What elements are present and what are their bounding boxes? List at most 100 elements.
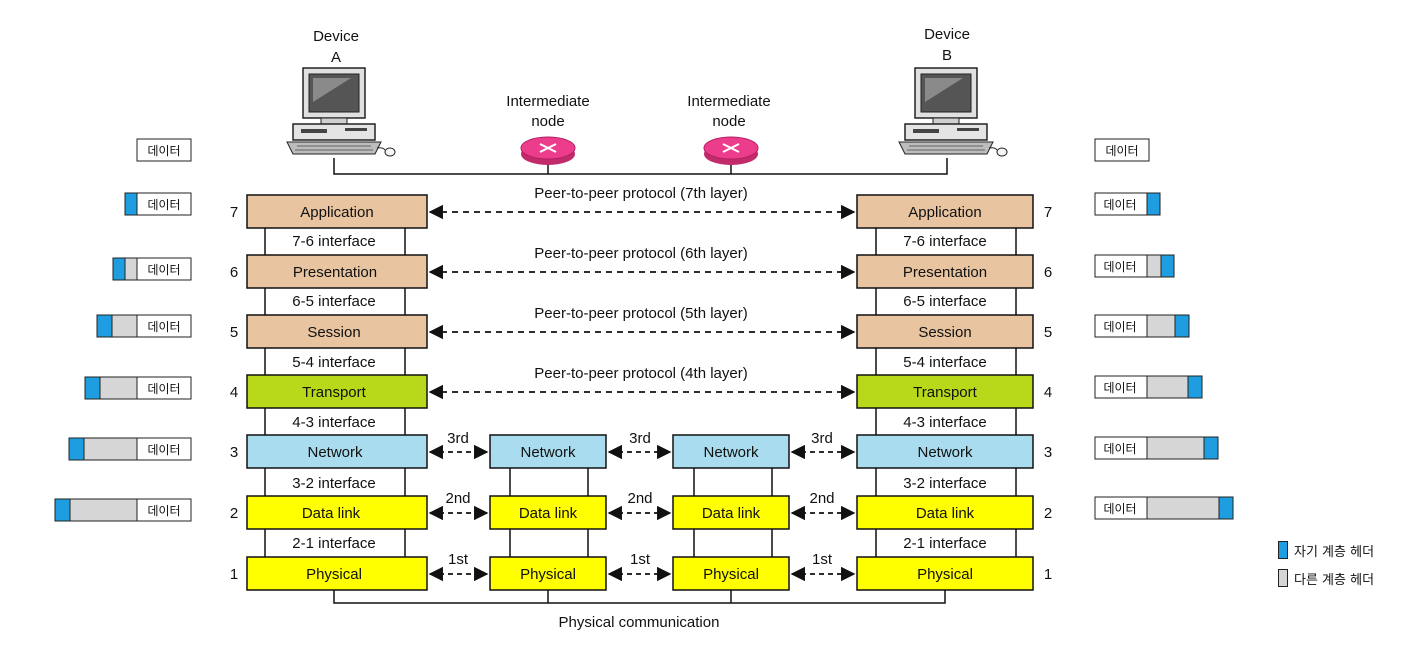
layer-number: 7 (1044, 204, 1052, 221)
layer-number: 5 (1044, 324, 1052, 341)
hop-label: 3rd (629, 430, 651, 447)
layer-box-datalink-n1 (489, 495, 607, 530)
computer-icon (898, 67, 1008, 157)
physical-communication-label: Physical communication (559, 614, 720, 631)
legend-own-header: 자기 계층 헤더 (1278, 540, 1416, 560)
hop-label: 2nd (627, 490, 652, 507)
interface-label-5-4-b: 5-4 interface (903, 354, 986, 371)
intermediate-node-2-label-line1: Intermediate (687, 93, 770, 110)
layer-label: Data link (916, 505, 975, 522)
legend-other-header-label: 다른 계층 헤더 (1294, 572, 1375, 588)
layer-number: 5 (230, 324, 238, 341)
intermediate-node-2-label-line2: node (712, 113, 745, 130)
device-a-label-line1: Device (313, 28, 359, 45)
device-b-label-line1: Device (924, 26, 970, 43)
layer-number: 1 (1044, 566, 1052, 583)
interface-label-4-3-a: 4-3 interface (292, 414, 375, 431)
layer-box-physical-n2 (672, 556, 790, 591)
data-label: 데이터 (1105, 144, 1138, 158)
interface-label-5-4-a: 5-4 interface (292, 354, 375, 371)
data-label: 데이터 (147, 443, 180, 457)
encapsulation-right: 데이터 데이터 데이터 데이터 데이터 데이터 (1094, 192, 1234, 520)
layer-label: Physical (917, 566, 973, 583)
data-label: 데이터 (147, 382, 180, 396)
other-header-swatch-icon (1278, 569, 1288, 587)
layer-box-application-b (856, 194, 1034, 229)
layer-label: Network (917, 444, 973, 461)
device-a-label-line2: A (331, 49, 341, 66)
layer-label: Network (520, 444, 576, 461)
layer-box-presentation-b (856, 254, 1034, 289)
router-icon (520, 136, 576, 165)
data-label: 데이터 (1103, 260, 1136, 274)
data-label: 데이터 (147, 320, 180, 334)
legend-own-header-label: 자기 계층 헤더 (1294, 544, 1375, 560)
layer-box-datalink-b (856, 495, 1034, 530)
physical-communication-line (333, 590, 946, 604)
layer-label: Session (307, 324, 360, 341)
peer-protocol-label: Peer-to-peer protocol (7th layer) (534, 185, 747, 202)
layer-label: Data link (519, 505, 578, 522)
layer-box-datalink-n2 (672, 495, 790, 530)
interface-label-6-5-b: 6-5 interface (903, 293, 986, 310)
device-link-line (333, 158, 948, 175)
hop-label: 3rd (811, 430, 833, 447)
layer-box-network-n1 (489, 434, 607, 469)
layer-box-transport-a (246, 374, 428, 409)
interface-label-7-6-a: 7-6 interface (292, 233, 375, 250)
layer-label: Session (918, 324, 971, 341)
hop-label: 1st (630, 551, 651, 568)
hop-label: 2nd (445, 490, 470, 507)
data-label: 데이터 (147, 198, 180, 212)
layer-label: Application (908, 204, 981, 221)
layer-label: Network (703, 444, 759, 461)
layer-box-presentation-a (246, 254, 428, 289)
interface-label-3-2-a: 3-2 interface (292, 475, 375, 492)
data-label: 데이터 (1103, 198, 1136, 212)
layer-box-session-b (856, 314, 1034, 349)
data-label: 데이터 (1103, 502, 1136, 516)
layer-label: Physical (306, 566, 362, 583)
layer-number: 3 (230, 444, 238, 461)
layer-box-physical-a (246, 556, 428, 591)
data-label: 데이터 (1103, 442, 1136, 456)
interface-label-2-1-b: 2-1 interface (903, 535, 986, 552)
own-header-swatch-icon (1278, 541, 1288, 559)
hop-label: 1st (812, 551, 833, 568)
hop-label: 1st (448, 551, 469, 568)
interface-label-6-5-a: 6-5 interface (292, 293, 375, 310)
layer-box-application-a (246, 194, 428, 229)
layer-number: 2 (1044, 505, 1052, 522)
layer-box-network-n2 (672, 434, 790, 469)
data-label: 데이터 (147, 263, 180, 277)
interface-label-2-1-a: 2-1 interface (292, 535, 375, 552)
layer-label: Presentation (903, 264, 987, 281)
intermediate-node-1-label-line2: node (531, 113, 564, 130)
legend-other-header: 다른 계층 헤더 (1278, 568, 1416, 588)
layer-label: Network (307, 444, 363, 461)
layer-label: Transport (302, 384, 366, 401)
data-box (136, 138, 192, 162)
layer-box-session-a (246, 314, 428, 349)
layer-label: Presentation (293, 264, 377, 281)
layer-number: 2 (230, 505, 238, 522)
hop-label: 2nd (809, 490, 834, 507)
peer-protocol-label: Peer-to-peer protocol (6th layer) (534, 245, 747, 262)
data-label: 데이터 (1103, 381, 1136, 395)
layer-number: 6 (1044, 264, 1052, 281)
layer-box-physical-n1 (489, 556, 607, 591)
device-b-label-line2: B (942, 47, 952, 64)
layer-box-network-a (246, 434, 428, 469)
layer-number: 3 (1044, 444, 1052, 461)
layer-number: 6 (230, 264, 238, 281)
layer-number: 1 (230, 566, 238, 583)
layer-number: 4 (230, 384, 238, 401)
intermediate-node-1-label-line1: Intermediate (506, 93, 589, 110)
layer-box-network-b (856, 434, 1034, 469)
layer-label: Data link (302, 505, 361, 522)
layer-label: Transport (913, 384, 977, 401)
interface-label-7-6-b: 7-6 interface (903, 233, 986, 250)
layer-label: Data link (702, 505, 761, 522)
layer-box-datalink-a (246, 495, 428, 530)
